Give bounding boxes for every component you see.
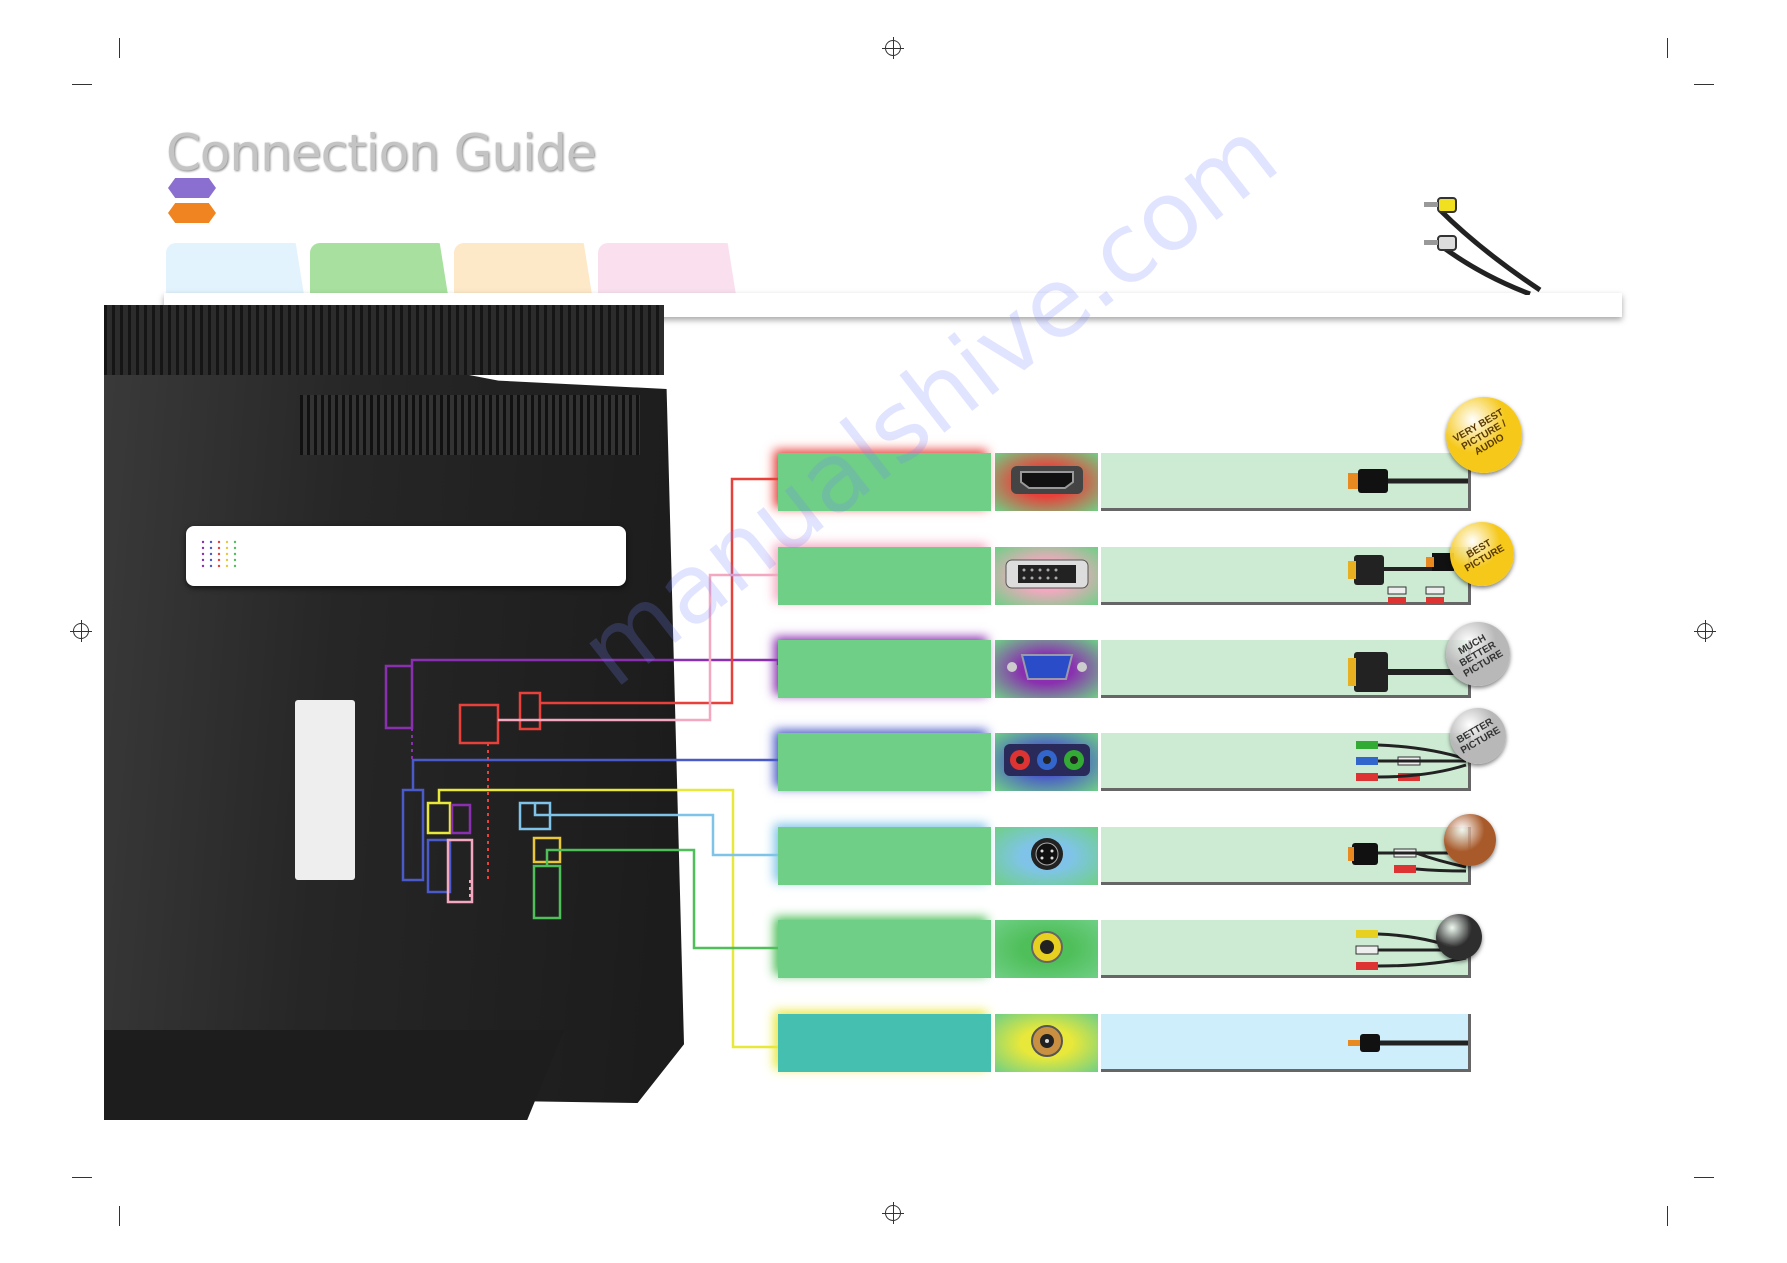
badge-better-picture: BETTER PICTURE (1450, 708, 1506, 764)
coax-cable-icon (1348, 1024, 1468, 1069)
connection-vga-description (1101, 640, 1471, 698)
page-title: Connection Guide (166, 124, 597, 182)
connection-vga-port (995, 640, 1098, 698)
connection-hdmi-label-box (778, 453, 991, 511)
composite-cable-icon (1348, 924, 1468, 987)
connection-hdmi-description (1101, 453, 1471, 511)
badge-best-picture: BEST PICTURE (1450, 522, 1514, 586)
connection-dvi-port (995, 547, 1098, 605)
crop-mark (72, 84, 92, 85)
tv-top-vent (104, 305, 664, 375)
header-marker-orange (168, 203, 216, 223)
badge-label: VERY BEST PICTURE / AUDIO (1451, 406, 1509, 458)
connection-dvi-label-box (778, 547, 991, 605)
connection-antenna-port (995, 1014, 1098, 1072)
connection-dvi-description (1101, 547, 1471, 605)
crop-mark (1694, 84, 1714, 85)
registration-mark-icon (882, 37, 904, 59)
badge-label: BEST PICTURE (1462, 537, 1507, 575)
badge-much-better-picture: MUCH BETTER PICTURE (1446, 622, 1510, 686)
badge-label: MUCH BETTER PICTURE (1456, 632, 1506, 680)
av-cable-illustration-icon (1424, 197, 1542, 295)
dvi-port-icon (1002, 554, 1092, 599)
crop-mark (119, 38, 120, 58)
hdmi-port-icon (1007, 460, 1087, 505)
connection-vga-label-box (778, 640, 991, 698)
registration-mark-icon (882, 1202, 904, 1224)
crop-mark (1667, 1206, 1668, 1226)
connection-svideo-description (1101, 827, 1471, 885)
legend-box (186, 526, 626, 586)
composite-port-icon (1027, 927, 1067, 972)
hdmi-cable-icon (1348, 463, 1468, 508)
connection-composite-label-box (778, 920, 991, 978)
tv-vent-grille (300, 395, 640, 455)
crop-mark (1667, 38, 1668, 58)
connection-antenna-label-box (778, 1014, 991, 1072)
vga-port-icon (1002, 647, 1092, 692)
dvi-audio-cable-icon (1348, 551, 1468, 614)
connection-composite-description (1101, 920, 1471, 978)
tv-stand-image (104, 1030, 564, 1120)
tab-3[interactable] (454, 243, 592, 295)
connection-antenna-description (1101, 1014, 1471, 1072)
connection-composite-port (995, 920, 1098, 978)
tab-4[interactable] (598, 243, 736, 295)
badge-composite (1436, 914, 1482, 960)
dot-legend-icon (201, 540, 237, 568)
badge-very-best-picture-audio: VERY BEST PICTURE / AUDIO (1446, 397, 1522, 473)
tab-1[interactable] (166, 243, 304, 295)
connection-svideo-label-box (778, 827, 991, 885)
badge-svideo (1444, 814, 1496, 866)
connection-hdmi-port (995, 453, 1098, 511)
component-cable-icon (1348, 737, 1468, 800)
connection-svideo-port (995, 827, 1098, 885)
badge-label: BETTER PICTURE (1455, 716, 1503, 757)
crop-mark (72, 1177, 92, 1178)
crop-mark (1694, 1177, 1714, 1178)
crop-mark (119, 1206, 120, 1226)
connection-component-description (1101, 733, 1471, 791)
registration-mark-icon (1694, 620, 1716, 642)
tab-2[interactable] (310, 243, 448, 295)
svideo-port-icon (1027, 834, 1067, 879)
connection-component-port (995, 733, 1098, 791)
coax-port-icon (1027, 1021, 1067, 1066)
component-port-icon (1002, 740, 1092, 785)
header-marker-purple (168, 178, 216, 198)
tv-label-panel (295, 700, 355, 880)
connection-component-label-box (778, 733, 991, 791)
registration-mark-icon (70, 620, 92, 642)
